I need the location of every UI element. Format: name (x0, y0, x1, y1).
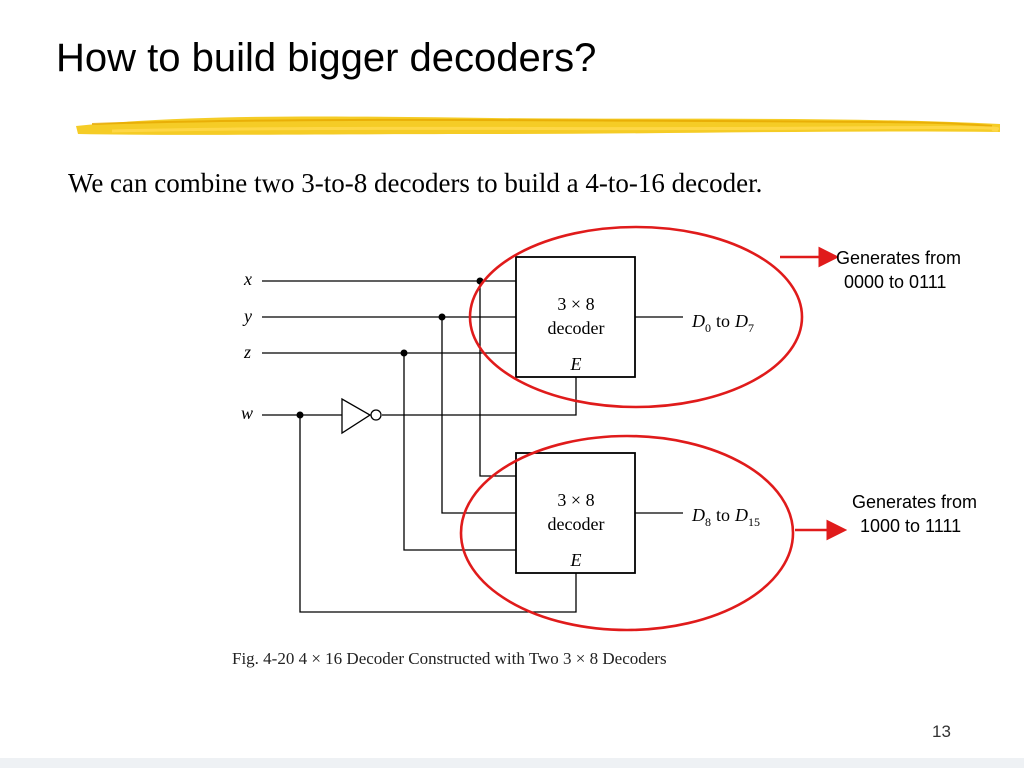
inverter-triangle (341, 397, 372, 435)
junction-y (438, 313, 446, 321)
decoder-upper-enable: E (570, 354, 582, 374)
annotation-upper-line2: 0000 to 0111 (844, 272, 947, 292)
decoder-box-upper (515, 256, 636, 378)
highlight-ellipse-lower (459, 434, 795, 632)
input-label-y: y (242, 306, 252, 326)
annotation-upper-line1: Generates from (836, 248, 962, 268)
junction-w (296, 411, 304, 419)
decoder-box-lower (515, 452, 636, 574)
decoder-upper-label: decoder (548, 318, 605, 338)
input-label-x: x (243, 269, 252, 289)
decoder-lower-size: 3 × 8 (557, 490, 594, 510)
junction-z (400, 349, 408, 357)
annotation-lower: Generates from 1000 to 1111 (852, 490, 977, 538)
wire-y-branch (441, 317, 516, 514)
annotation-upper: Generates from 0000 to 0111 (836, 246, 961, 294)
inverter-bubble (370, 409, 382, 421)
highlight-ellipse-upper (468, 225, 804, 409)
decoder-upper-size: 3 × 8 (557, 294, 594, 314)
figure-caption: Fig. 4-20 4 × 16 Decoder Constructed wit… (232, 649, 667, 668)
annotation-lower-line2: 1000 to 1111 (860, 516, 962, 536)
decoder-lower-enable: E (570, 550, 582, 570)
annotation-lower-line1: Generates from (852, 492, 978, 512)
slide-title: How to build bigger decoders? (56, 36, 597, 80)
junction-x (476, 277, 484, 285)
title-underline (76, 116, 1000, 135)
input-label-w: w (241, 403, 253, 423)
decoder-lower-label: decoder (548, 514, 605, 534)
footer-band (0, 758, 1024, 768)
wire-z-branch (403, 353, 516, 551)
wire-w-to-enable (299, 415, 577, 613)
input-label-z: z (243, 342, 251, 362)
wire-inverter-to-enable (382, 377, 577, 416)
wire-x-branch (479, 281, 516, 477)
slide-subtitle: We can combine two 3-to-8 decoders to bu… (68, 168, 763, 198)
page-number: 13 (932, 722, 951, 741)
